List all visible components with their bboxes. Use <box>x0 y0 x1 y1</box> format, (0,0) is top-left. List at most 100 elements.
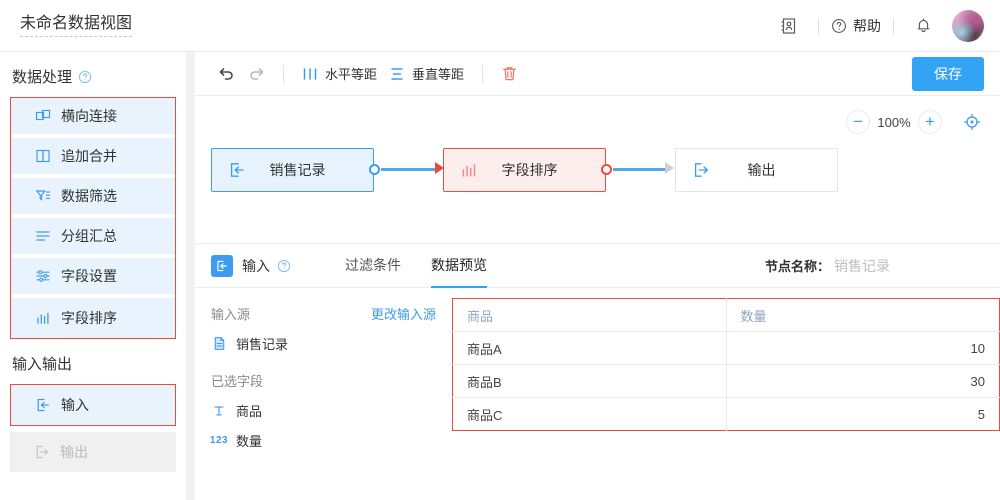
contacts-icon[interactable] <box>772 9 806 43</box>
sidebar-item-label: 字段设置 <box>61 268 117 284</box>
sidebar-item-label: 追加合并 <box>61 148 117 164</box>
sidebar-item-group-summary[interactable]: 分组汇总 <box>11 218 175 258</box>
flow-edge-2 <box>613 168 669 171</box>
flow-node-input[interactable]: 销售记录 <box>211 148 374 192</box>
flow-arrow-2 <box>665 162 674 174</box>
output-icon <box>692 161 710 179</box>
table-row: 商品C 5 <box>452 397 1000 431</box>
file-icon <box>211 336 227 351</box>
help-label: 帮助 <box>853 17 881 34</box>
sidebar-section-label: 数据处理 <box>12 69 73 86</box>
zoom-in-button[interactable]: + <box>918 110 942 134</box>
input-source-label: 输入源 <box>211 307 251 322</box>
flow-node-label: 销售记录 <box>269 162 326 178</box>
input-icon <box>211 254 233 277</box>
canvas-toolbar: 水平等距 垂直等距 <box>195 52 1000 96</box>
sidebar-item-output: 输出 <box>10 432 176 472</box>
input-source-row: 输入源 更改输入源 <box>211 304 436 323</box>
sidebar-item-field-sort[interactable]: 字段排序 <box>11 298 175 338</box>
sidebar-section-label: 输入输出 <box>12 356 73 373</box>
user-avatar[interactable] <box>952 9 984 42</box>
question-circle-icon[interactable] <box>78 70 92 84</box>
sidebar: 数据处理 横向连接 <box>0 52 186 500</box>
zoom-level: 100% <box>877 114 911 130</box>
cell-product: 商品C <box>452 397 727 431</box>
toolbar-divider <box>283 64 284 83</box>
undo-icon[interactable] <box>211 59 241 89</box>
field-settings-icon <box>35 268 51 284</box>
top-bar: 未命名数据视图 <box>0 0 1000 52</box>
cell-quantity: 10 <box>726 331 1000 365</box>
input-icon <box>228 161 246 179</box>
save-button[interactable]: 保存 <box>912 56 984 91</box>
flow-node-output[interactable]: 输出 <box>675 148 838 192</box>
panel-title: 输入 <box>242 257 270 274</box>
field-name: 数量 <box>236 434 263 449</box>
trash-icon[interactable] <box>495 65 524 82</box>
toolbar-divider-2 <box>893 17 894 34</box>
number-type-icon: 123 <box>209 435 229 446</box>
tab-filter-conditions[interactable]: 过滤条件 <box>345 256 401 273</box>
flow-edge-1 <box>381 168 437 171</box>
help-button[interactable]: 帮助 <box>831 16 881 36</box>
cell-product: 商品B <box>452 364 727 398</box>
document-title[interactable]: 未命名数据视图 <box>20 14 133 37</box>
field-item-text[interactable]: 商品 <box>211 401 436 420</box>
flow-node-label: 字段排序 <box>501 162 558 178</box>
bell-icon[interactable] <box>906 9 940 43</box>
flow-arrow-1 <box>435 162 444 174</box>
vertical-distribute-button[interactable]: 垂直等距 <box>383 64 470 83</box>
node-name-input[interactable] <box>834 257 984 274</box>
column-header-quantity[interactable]: 数量 <box>726 298 1000 332</box>
redo-icon[interactable] <box>241 59 271 89</box>
group-summary-icon <box>35 228 51 244</box>
table-row: 商品B 30 <box>452 364 1000 398</box>
table-head: 商品 数量 <box>452 298 1000 332</box>
fit-to-screen-icon[interactable] <box>962 112 982 132</box>
table-row: 商品A 10 <box>452 331 1000 365</box>
output-icon <box>34 444 50 460</box>
change-input-source-link[interactable]: 更改输入源 <box>370 307 436 322</box>
flow-node-field-sort[interactable]: 字段排序 <box>443 148 606 192</box>
sidebar-item-label: 分组汇总 <box>61 228 117 244</box>
horizontal-distribute-label: 水平等距 <box>325 67 378 82</box>
sidebar-item-field-settings[interactable]: 字段设置 <box>11 258 175 298</box>
panel-body: 输入源 更改输入源 销售记录 <box>195 288 1000 499</box>
toolbar-divider-2 <box>482 64 484 83</box>
sidebar-item-input[interactable]: 输入 <box>11 385 175 425</box>
input-source-item[interactable]: 销售记录 <box>211 334 436 353</box>
spacer <box>211 353 436 371</box>
cell-quantity: 5 <box>977 406 985 422</box>
vertical-distribute-icon <box>389 66 405 82</box>
table-header-row: 商品 数量 <box>452 298 1000 332</box>
column-header-product[interactable]: 商品 <box>452 298 727 332</box>
field-name: 商品 <box>236 404 263 419</box>
sidebar-item-horizontal-join[interactable]: 横向连接 <box>11 98 175 138</box>
sidebar-item-data-filter[interactable]: 数据筛选 <box>11 178 175 218</box>
text-type-icon <box>211 404 227 418</box>
main-area: 水平等距 垂直等距 <box>195 52 1000 500</box>
data-preview-table-wrap: 商品 数量 商品A 10 商品B 30 <box>452 288 1000 499</box>
node-name-field: 节点名称： <box>765 256 984 275</box>
node-output-port[interactable] <box>369 164 380 175</box>
zoom-out-button[interactable]: − <box>846 110 870 134</box>
data-preview-table: 商品 数量 商品A 10 商品B 30 <box>452 298 1000 431</box>
selected-fields-row: 已选字段 <box>211 371 436 390</box>
sidebar-group-input: 输入 <box>10 384 176 426</box>
sidebar-item-label: 横向连接 <box>61 108 117 124</box>
horizontal-distribute-button[interactable]: 水平等距 <box>296 64 383 83</box>
top-bar-actions: 帮助 <box>772 0 1000 52</box>
field-item-number[interactable]: 123 数量 <box>209 431 436 450</box>
node-name-label: 节点名称： <box>764 259 830 274</box>
flow-canvas[interactable]: − 100% + <box>195 96 1000 244</box>
question-circle-icon <box>831 18 847 34</box>
node-output-port-2[interactable] <box>601 164 612 175</box>
sidebar-item-label: 字段排序 <box>61 310 117 326</box>
tab-data-preview[interactable]: 数据预览 <box>431 244 487 288</box>
sidebar-gutter <box>186 52 195 500</box>
sidebar-item-append-merge[interactable]: 追加合并 <box>11 138 175 178</box>
zoom-controls: − 100% + <box>846 110 982 134</box>
input-source-name: 销售记录 <box>236 337 289 352</box>
question-circle-icon[interactable] <box>277 259 291 273</box>
